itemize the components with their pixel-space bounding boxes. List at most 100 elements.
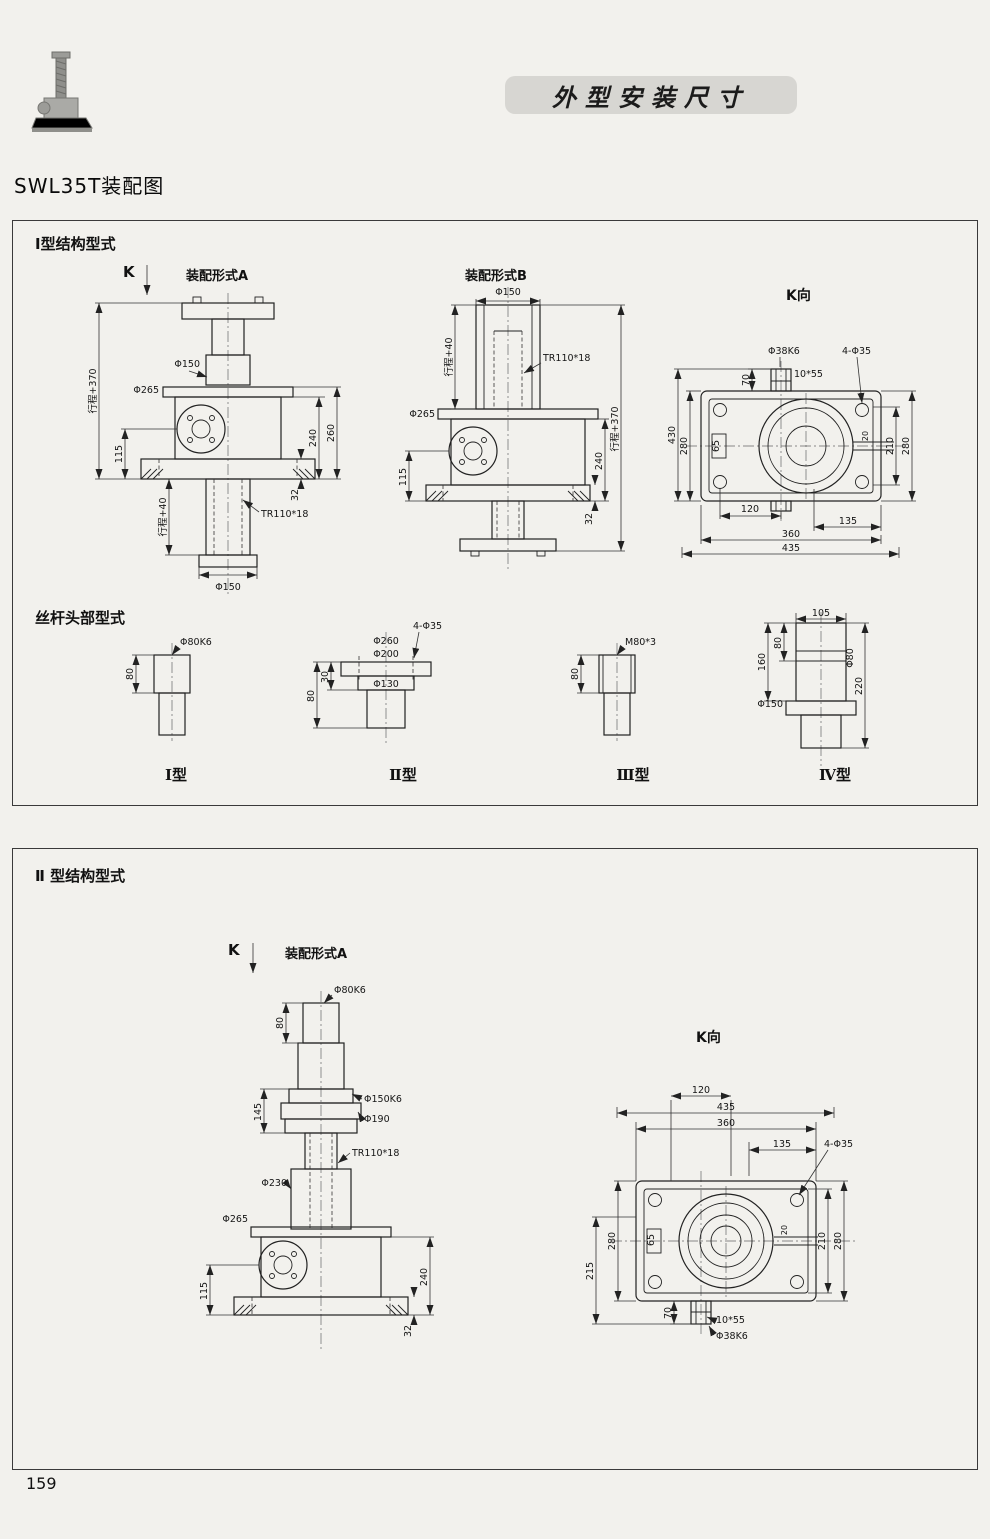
dim-label: Φ38K6	[768, 346, 800, 357]
dim-label: 行程+40	[443, 337, 455, 376]
head-type2-drawing: 4-Φ35 Φ260 Φ200 Φ130 30 80	[306, 621, 442, 746]
dim-label: 80	[570, 668, 581, 680]
dim-label: 10*55	[794, 369, 823, 380]
dim-label: Φ200	[373, 649, 399, 660]
dim-label: Φ150	[174, 359, 200, 370]
logo-geometry	[31, 51, 93, 132]
dim-label: 135	[839, 516, 857, 527]
formA2-geometry	[206, 991, 434, 1351]
type1-section: Ⅰ型结构型式 K 装配形式A 装配形式B K向	[12, 220, 978, 806]
dim-label: 435	[717, 1102, 735, 1113]
dim-label: 210	[817, 1232, 828, 1250]
type1-formA-label: 装配形式A	[186, 269, 249, 284]
dim-label: 435	[782, 543, 800, 554]
dim-label: Φ80	[845, 648, 856, 668]
type2-section-title: Ⅱ 型结构型式	[35, 867, 126, 885]
dim-label: 240	[594, 452, 605, 470]
dim-label: 80	[306, 690, 317, 702]
heads-title: 丝杆头部型式	[35, 609, 126, 627]
dim-label: 240	[419, 1268, 430, 1286]
dim-label: 240	[308, 429, 319, 447]
head3-geometry	[577, 643, 636, 741]
dim-label: 行程+370	[87, 368, 99, 413]
type1-formA-drawing: Φ150 Φ265 行程+370 115 行程+40 TR110*18 Φ150…	[87, 293, 341, 595]
head-type1-label: Ⅰ型	[164, 766, 188, 784]
dim-label: 160	[757, 653, 768, 671]
type2-formA-drawing: Φ80K6 80 145 Φ150K6 Φ190 TR110*18 Φ230 Φ…	[199, 985, 434, 1351]
k-direction-arrow-icon	[143, 265, 151, 295]
dim-label: 32	[403, 1325, 414, 1337]
head-type3-drawing: M80*3 80	[570, 637, 656, 741]
dim-label: 135	[773, 1139, 791, 1150]
formB-geometry	[405, 287, 625, 569]
head-type1-drawing: Φ80K6 80	[125, 637, 212, 741]
dim-label: Φ80K6	[180, 637, 212, 648]
dim-label: 115	[199, 1282, 210, 1300]
dim-label: 65	[646, 1234, 657, 1246]
type2-section: Ⅱ 型结构型式 K 装配形式A K向	[12, 848, 978, 1470]
head4-geometry	[764, 612, 869, 766]
dim-label: TR110*18	[542, 353, 590, 364]
type1-kview-drawing: Φ38K6 4-Φ35 10*55 70 430 280 65 20 210 2…	[667, 346, 916, 558]
k-direction-arrow-icon	[249, 943, 257, 973]
dim-label: 10*55	[716, 1315, 745, 1326]
dim-label: Φ150	[495, 287, 521, 298]
dim-label: TR110*18	[260, 509, 308, 520]
type1-kview-label: K向	[786, 288, 811, 304]
dim-label: 80	[773, 637, 784, 649]
kview-geometry	[674, 356, 916, 558]
dim-label: 70	[741, 374, 752, 386]
dim-label: 280	[679, 437, 690, 455]
dim-label: Φ265	[222, 1214, 248, 1225]
dim-label: Φ260	[373, 636, 399, 647]
dim-label: 70	[663, 1307, 674, 1319]
head-type4-label: Ⅳ型	[818, 766, 852, 784]
dim-label: 120	[692, 1085, 710, 1096]
dim-label: Φ80K6	[334, 985, 366, 996]
dim-label: 210	[885, 437, 896, 455]
dim-label: 360	[717, 1118, 735, 1129]
dim-label: 20	[861, 431, 870, 441]
dim-label: 280	[833, 1232, 844, 1250]
dim-label: 4-Φ35	[842, 346, 871, 357]
dim-label: 120	[741, 504, 759, 515]
formA-geometry	[95, 293, 341, 595]
head-type3-label: Ⅲ型	[616, 766, 650, 784]
head-type4-drawing: 105 80 160 Φ80 220 Φ150	[757, 608, 869, 766]
dim-label: 360	[782, 529, 800, 540]
dim-label: Φ230	[261, 1178, 287, 1189]
k-direction-marker: K	[228, 941, 240, 959]
head1-geometry	[132, 643, 191, 741]
dim-label: 220	[854, 677, 865, 695]
dim-label: 145	[253, 1103, 264, 1121]
type2-formA-label: 装配形式A	[285, 947, 348, 962]
doc-title: SWL35T装配图	[14, 174, 165, 198]
header-banner: 外型安装尺寸	[505, 76, 797, 114]
dim-label: Φ265	[133, 385, 159, 396]
page-number: 159	[26, 1474, 57, 1493]
dim-label: Φ190	[364, 1114, 390, 1125]
dim-label: 32	[584, 513, 595, 525]
dim-label: Φ38K6	[716, 1331, 748, 1342]
dim-label: 280	[901, 437, 912, 455]
head-type2-label: Ⅱ型	[389, 766, 417, 784]
dim-label: 80	[125, 668, 136, 680]
k-direction-marker: K	[123, 263, 135, 281]
dim-label: TR110*18	[351, 1148, 399, 1159]
type2-kview-drawing: 120 435 360 135 4-Φ35 280 65 215 20 210 …	[585, 1085, 856, 1342]
dim-label: 30	[320, 671, 331, 683]
dim-label: 65	[711, 440, 722, 452]
header-title: 外型安装尺寸	[552, 82, 750, 112]
dim-label: M80*3	[625, 637, 656, 648]
dim-label: Φ265	[409, 409, 435, 420]
dim-label: 32	[290, 489, 301, 501]
dim-label: Φ150	[215, 582, 241, 593]
dim-label: Φ130	[373, 679, 399, 690]
jack-logo-icon	[31, 51, 93, 132]
dim-label: 行程+40	[157, 497, 169, 536]
dim-label: 4-Φ35	[413, 621, 442, 632]
head2-geometry	[313, 631, 432, 746]
dim-label: 260	[326, 424, 337, 442]
type1-formB-label: 装配形式B	[465, 269, 527, 284]
